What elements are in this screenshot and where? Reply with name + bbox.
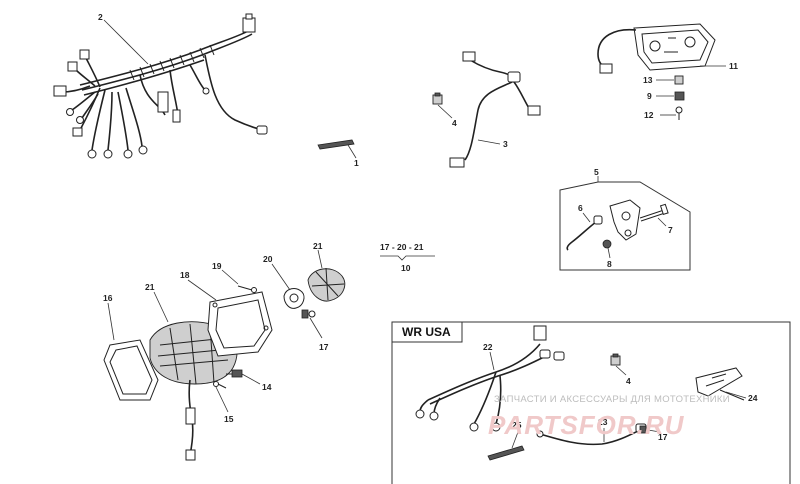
label-18: 18 xyxy=(180,270,190,280)
usa-harness-22 xyxy=(415,325,565,432)
headlight-frame-16 xyxy=(103,339,159,401)
inset-title: WR USA xyxy=(402,325,451,339)
label-9: 9 xyxy=(647,91,652,101)
label-1: 1 xyxy=(354,158,359,168)
group-label: 17 - 20 - 21 xyxy=(380,242,424,252)
label-4-top: 4 xyxy=(452,118,457,128)
screw-15 xyxy=(213,381,227,389)
wr-usa-inset: WR USA xyxy=(391,321,791,484)
watermark-logo: PARTSFOR.RU xyxy=(488,410,685,440)
label-14: 14 xyxy=(262,382,272,392)
headlight-cable xyxy=(185,379,196,461)
screw-12 xyxy=(675,106,683,120)
connector-clip-top xyxy=(432,92,443,105)
screw-19 xyxy=(237,285,257,293)
watermark: ЗАПЧАСТИ И АКСЕССУАРЫ ДЛЯ МОТОТЕХНИКИ PA… xyxy=(488,394,730,440)
label-21-bottom: 21 xyxy=(145,282,155,292)
bulb-17 xyxy=(301,309,316,319)
spacer-13 xyxy=(674,75,684,85)
label-6: 6 xyxy=(578,203,583,213)
watermark-text: ЗАПЧАСТИ И АКСЕССУАРЫ ДЛЯ МОТОТЕХНИКИ xyxy=(494,394,730,405)
label-7: 7 xyxy=(668,225,673,235)
headlight-housing-18 xyxy=(207,291,273,357)
label-23: 23 xyxy=(598,417,608,427)
bracket-5 xyxy=(609,199,641,241)
nut-8 xyxy=(602,239,612,249)
label-3: 3 xyxy=(503,139,508,149)
label-8: 8 xyxy=(607,259,612,269)
bulb-17-usa xyxy=(639,425,647,434)
label-17-usa: 17 xyxy=(658,432,668,442)
reflector-bracket-24 xyxy=(695,367,745,401)
bolt-7 xyxy=(639,203,669,222)
socket-20 xyxy=(283,288,305,309)
tail-light xyxy=(597,23,716,74)
connector-clip-usa xyxy=(610,353,621,366)
label-15: 15 xyxy=(224,414,234,424)
main-wiring-harness xyxy=(53,13,268,159)
label-21-top: 21 xyxy=(313,241,323,251)
label-25: 25 xyxy=(512,420,522,430)
wiring-lead xyxy=(449,51,541,168)
label-17-main: 17 xyxy=(319,342,329,352)
cable-tie-25 xyxy=(487,445,525,461)
label-19: 19 xyxy=(212,261,222,271)
label-20: 20 xyxy=(263,254,273,264)
label-5: 5 xyxy=(594,167,599,177)
label-11: 11 xyxy=(729,61,738,71)
nut-9 xyxy=(674,91,685,101)
label-2: 2 xyxy=(98,12,103,22)
bulb-14 xyxy=(226,369,243,378)
label-24: 24 xyxy=(748,393,758,403)
label-13: 13 xyxy=(643,75,653,85)
bulb-21-top xyxy=(307,267,346,302)
label-10: 10 xyxy=(401,263,411,273)
label-12: 12 xyxy=(644,110,654,120)
wire-6 xyxy=(566,215,603,251)
label-16: 16 xyxy=(103,293,113,303)
label-22: 22 xyxy=(483,342,493,352)
cable-tie xyxy=(317,139,355,150)
label-4-usa: 4 xyxy=(626,376,631,386)
